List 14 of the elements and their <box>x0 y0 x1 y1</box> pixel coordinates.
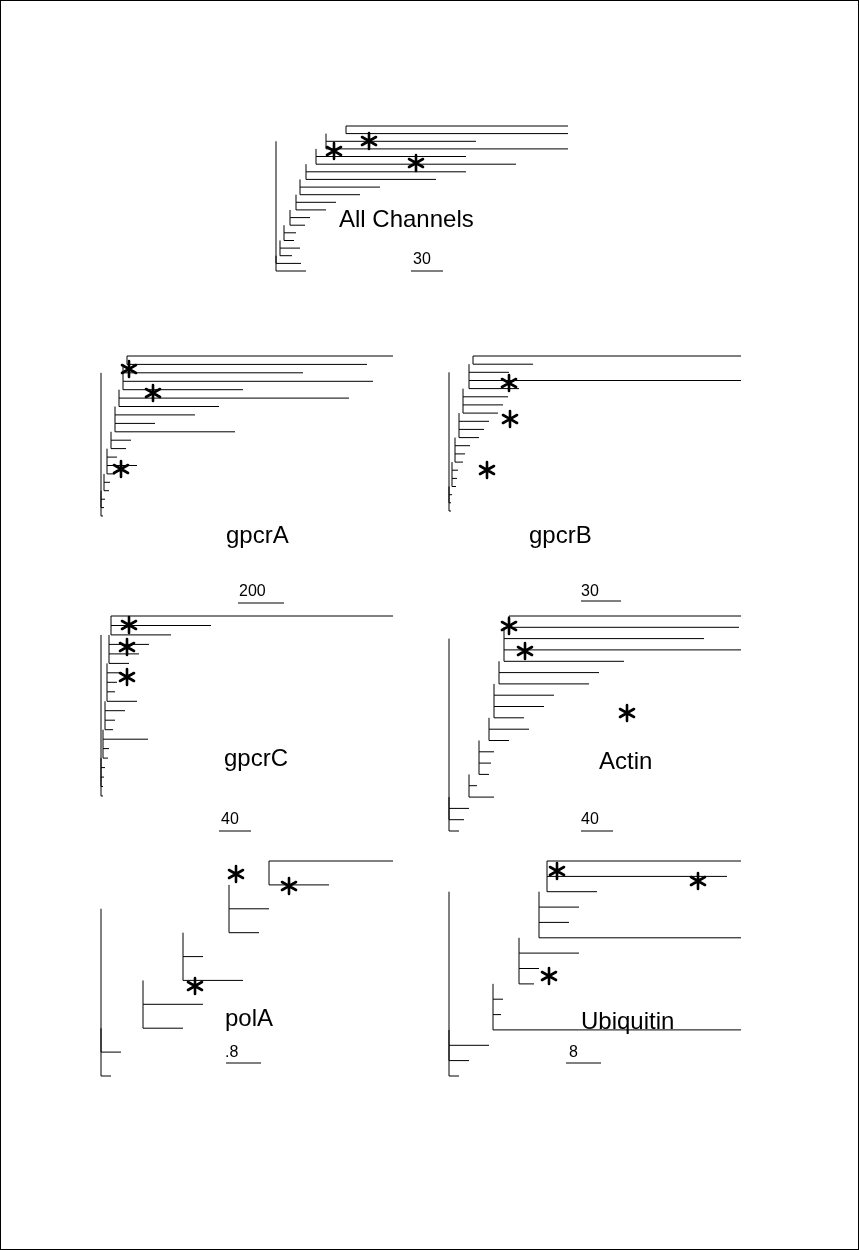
tree-title: gpcrA <box>226 523 289 547</box>
scale-value: 40 <box>581 811 599 827</box>
tree-title: polA <box>225 1006 274 1030</box>
scale-value: .8 <box>225 1044 239 1060</box>
scale-value: 30 <box>581 583 599 599</box>
tree-title: All Channels <box>339 207 474 231</box>
tree-title: gpcrC <box>224 746 289 770</box>
tree-title: Ubiquitin <box>581 1009 675 1033</box>
scale-value: 30 <box>413 251 431 267</box>
tree-title: Actin <box>599 749 653 773</box>
scale-value: 8 <box>569 1044 578 1060</box>
scale-value: 40 <box>221 811 239 827</box>
tree-title: gpcrB <box>529 523 592 547</box>
scale-value: 200 <box>239 583 266 599</box>
